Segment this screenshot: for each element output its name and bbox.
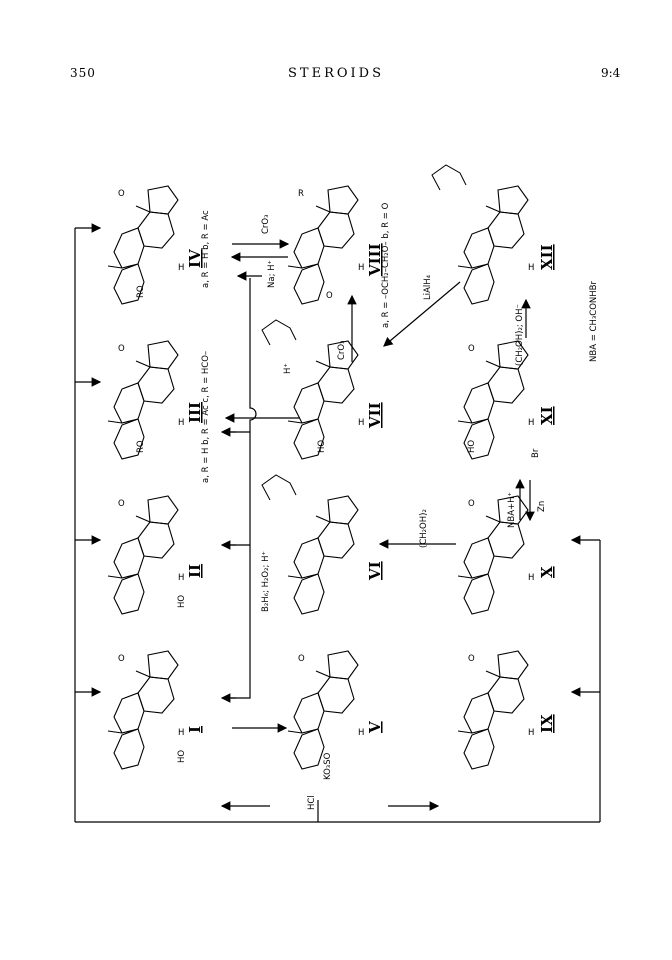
compound-v-label: V <box>366 721 384 734</box>
na-h-label: Na; H⁺ <box>267 260 277 288</box>
compound-vi-label: VI <box>366 561 384 581</box>
compound-iii-label: III <box>186 402 204 423</box>
page-number: 350 <box>70 66 96 80</box>
ch2oh2-oh-label: (CH₂OH)₂; OH⁻ <box>515 304 525 366</box>
h-label: H <box>358 263 364 273</box>
o-label: O <box>118 189 125 199</box>
compound-x-label: X <box>538 566 556 578</box>
br-label: Br <box>531 448 541 458</box>
compound-x-structure <box>457 495 529 615</box>
arrow-xii-to-vii <box>383 281 461 347</box>
compound-ii-structure <box>107 495 179 615</box>
nba-definition: NBA = CH₃CONHBr <box>589 281 599 362</box>
nba-h-label: NBA+H⁺ <box>507 492 517 528</box>
compound-vii-label: VII <box>366 402 384 429</box>
cro3-label-left: CrO₃ <box>261 214 271 234</box>
compound-ix-structure <box>457 650 529 770</box>
o-label: O <box>326 291 333 301</box>
lialh4-label: LiAlH₄ <box>423 274 433 300</box>
h-label: H <box>528 728 534 738</box>
h-label: H <box>358 418 364 428</box>
ro-label: RO <box>136 285 146 298</box>
h-label: H <box>528 573 534 583</box>
page-title: STEROIDS <box>288 66 384 81</box>
o-label: O <box>298 654 305 664</box>
compound-xi-label: XI <box>538 406 556 425</box>
compound-xii-structure <box>457 185 529 305</box>
ho-label: HO <box>467 440 477 453</box>
h-label: H <box>358 728 364 738</box>
hcl-label: HCl <box>307 795 317 810</box>
zn-label: Zn <box>537 501 547 512</box>
o-label: O <box>118 654 125 664</box>
compound-i-label: I <box>186 726 204 733</box>
h-label: H <box>528 263 534 273</box>
h-plus-label: H⁺ <box>283 363 293 374</box>
bracket-arrows <box>75 223 600 697</box>
o-label: O <box>468 499 475 509</box>
h-label: H <box>178 573 184 583</box>
o-label: O <box>468 654 475 664</box>
r-label: R <box>298 189 304 199</box>
h-label: H <box>528 418 534 428</box>
h-label: H <box>178 418 184 428</box>
outer-bracket <box>74 228 601 823</box>
ho-label: HO <box>177 750 187 763</box>
o-label: O <box>118 344 125 354</box>
section-number: 9:4 <box>601 66 621 80</box>
iv-substituents: a, R = H b, R = Ac <box>201 210 211 288</box>
compound-viii-structure <box>287 185 359 305</box>
ho-label: HO <box>317 440 327 453</box>
ho-label: HO <box>177 595 187 608</box>
cro3-label-right: CrO₃ <box>337 340 347 360</box>
compound-xii-label: XII <box>538 244 556 270</box>
ro-label: RO <box>136 440 146 453</box>
ch2oh2-label: (CH₂OH)₂ <box>419 509 429 548</box>
compound-iv-label: IV <box>186 249 204 268</box>
viii-substituents: a, R = –OCH₂–CH₂O– b, R = O <box>381 202 391 328</box>
compound-vi-structure <box>287 495 359 615</box>
o-label: O <box>468 344 475 354</box>
compound-i-structure <box>107 650 179 770</box>
o-label: O <box>118 499 125 509</box>
h-label: H <box>178 263 184 273</box>
kso-label: KO₃SO <box>323 752 333 780</box>
compound-ix-label: IX <box>538 714 556 733</box>
compound-v-structure <box>287 650 359 770</box>
b2h6-label: B₂H₆; H₂O₂; H⁺ <box>261 551 271 612</box>
iii-substituents: a, R = H b, R = Ac c, R = HCO– <box>201 351 211 483</box>
compound-viii-label: VIII <box>366 243 384 277</box>
h-label: H <box>178 728 184 738</box>
compound-ii-label: II <box>186 564 204 578</box>
